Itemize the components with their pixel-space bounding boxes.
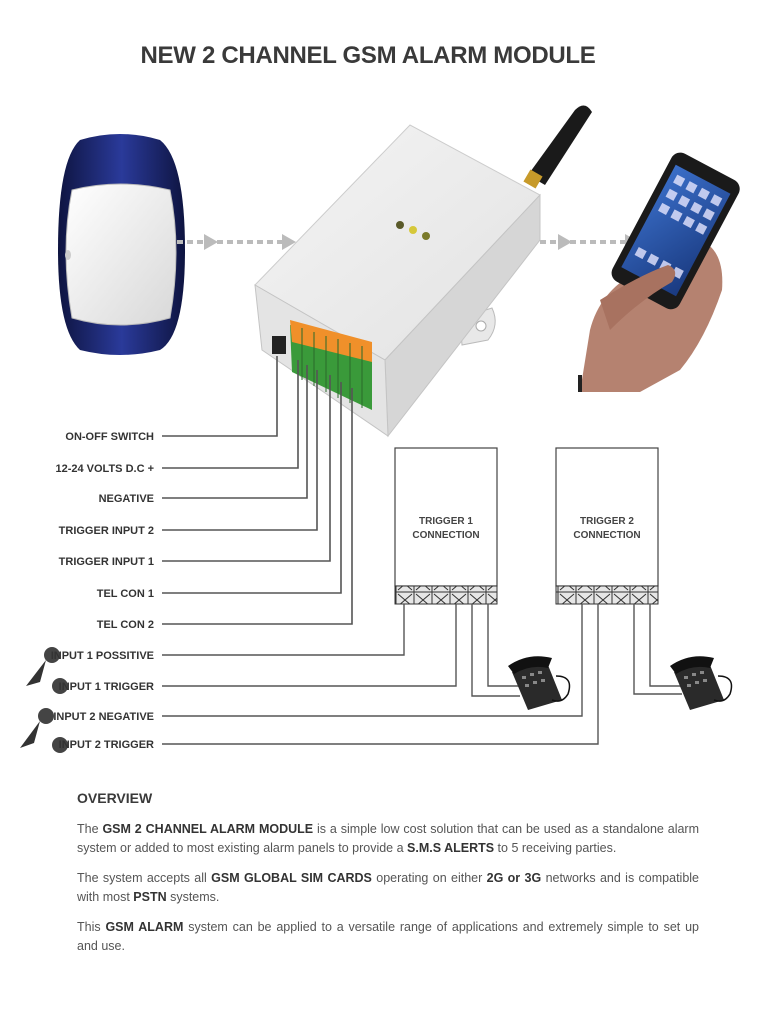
label-input-2-trigger: INPUT 2 TRIGGER [59,739,154,751]
page-title: NEW 2 CHANNEL GSM ALARM MODULE [140,42,596,69]
overview-paragraph-3: This GSM ALARM system can be applied to … [77,918,699,956]
telephone-icon-1 [508,656,571,710]
overview-paragraph-2: The system accepts all GSM GLOBAL SIM CA… [77,869,699,907]
trigger-1-box: TRIGGER 1 CONNECTION [394,447,498,605]
label-input-1-positive: INPUT 1 POSSITIVE [51,650,154,662]
siren-icon [58,134,185,355]
text: The [77,822,103,836]
smartphone-icon [578,152,740,392]
label-tel-con-1: TEL CON 1 [97,588,154,600]
switch-symbol-2 [20,708,68,753]
trigger-2-box: TRIGGER 2 CONNECTION [555,447,659,605]
gsm-module-icon [254,105,592,438]
label-tel-con-2: TEL CON 2 [97,619,154,631]
text: to 5 receiving parties. [494,841,617,855]
text: systems. [166,890,220,904]
bold-text: PSTN [133,890,167,904]
bold-text: GSM 2 CHANNEL ALARM MODULE [102,822,314,836]
overview-paragraph-1: The GSM 2 CHANNEL ALARM MODULE is a simp… [77,820,699,858]
label-input-1-trigger: INPUT 1 TRIGGER [59,681,154,693]
trigger-1-label-line1: TRIGGER 1 [419,516,473,527]
trigger-2-label-line2: CONNECTION [573,530,640,541]
label-on-off-switch: ON-OFF SWITCH [65,431,154,443]
bold-text: S.M.S ALERTS [407,841,495,855]
arrow-siren-to-module [177,234,296,250]
wiring-diagram: TRIGGER 1 CONNECTION TRIGGER 2 CONNECTIO… [20,105,740,753]
text: networks and is compatible with most [77,871,699,904]
label-negative: NEGATIVE [99,493,154,505]
wire-labels: ON-OFF SWITCH 12-24 VOLTS D.C + NEGATIVE… [51,431,154,751]
telephone-icon-2 [670,656,733,710]
trigger-1-label-line2: CONNECTION [412,530,479,541]
bold-text: GSM ALARM [105,920,184,934]
label-trigger-input-2: TRIGGER INPUT 2 [59,525,154,537]
switch-symbol-1 [26,647,68,694]
bold-text: GSM GLOBAL SIM CARDS [211,871,372,885]
text: is a simple low cost solution that can b… [77,822,699,855]
label-input-2-negative: INPUT 2 NEGATIVE [53,711,154,723]
overview-section: OVERVIEW The GSM 2 CHANNEL ALARM MODULE … [77,790,699,967]
label-power-positive: 12-24 VOLTS D.C + [55,463,154,475]
trigger-wires [162,604,682,745]
label-trigger-input-1: TRIGGER INPUT 1 [59,556,154,568]
text: The system accepts all [77,871,212,885]
overview-heading: OVERVIEW [77,790,153,806]
bold-text: 2G or 3G [486,871,542,885]
text: operating on either [371,871,487,885]
trigger-2-label-line1: TRIGGER 2 [580,516,634,527]
text: This [77,920,106,934]
text: system can be applied to a versatile ran… [77,920,699,953]
module-wires [162,356,353,625]
